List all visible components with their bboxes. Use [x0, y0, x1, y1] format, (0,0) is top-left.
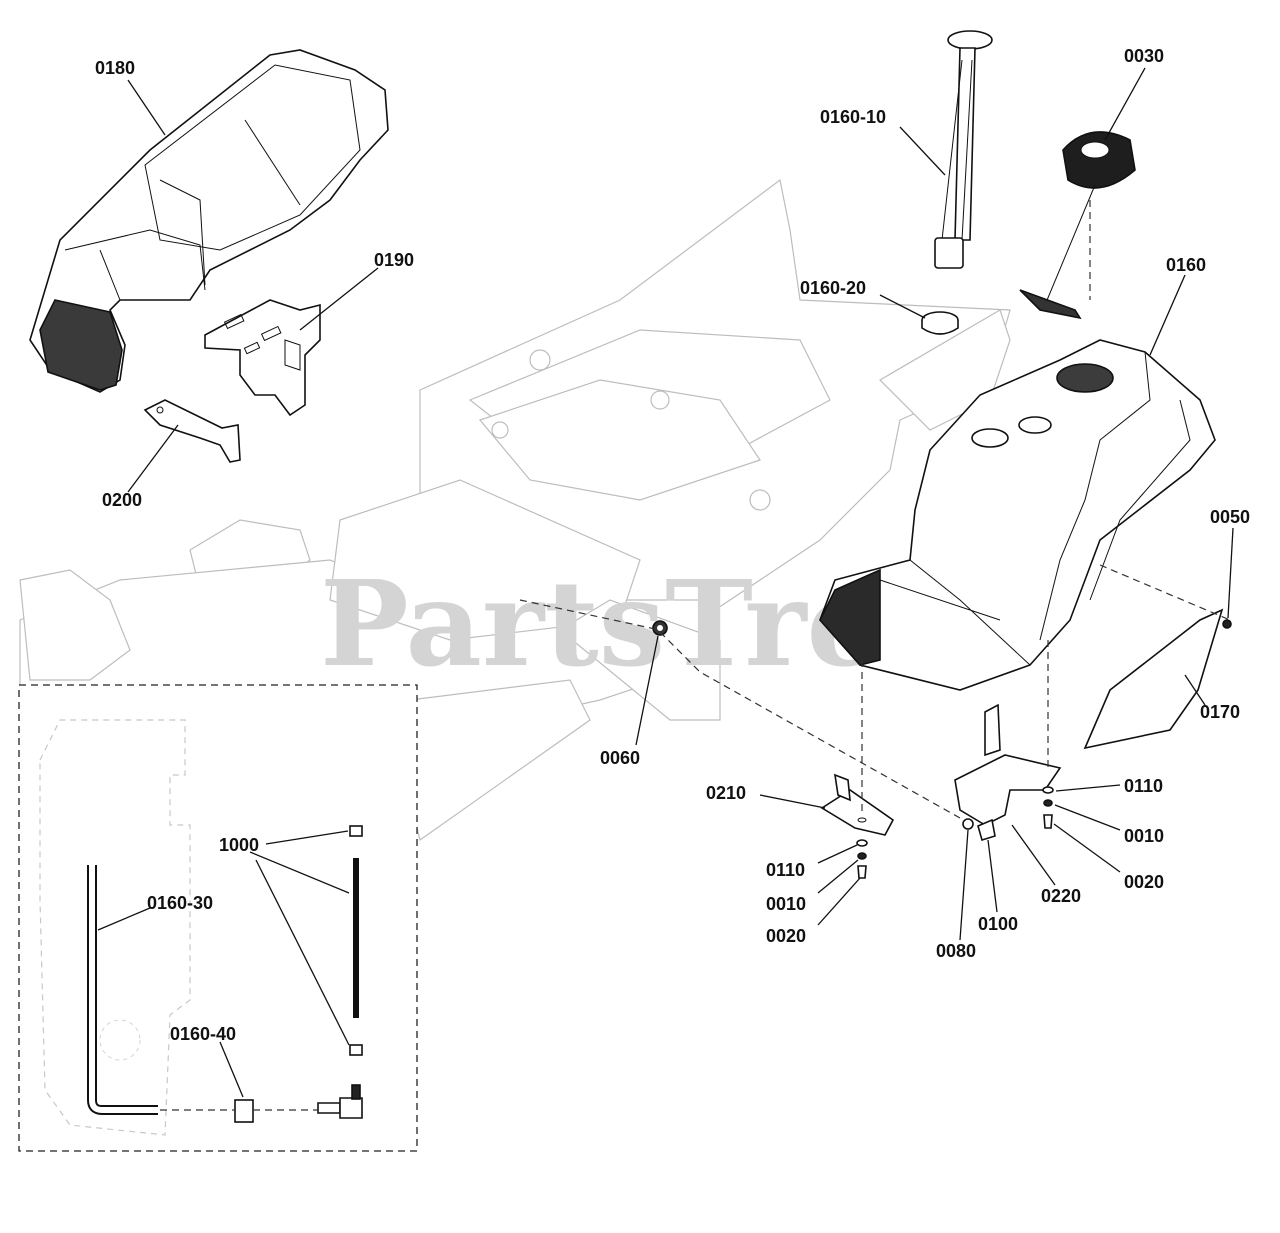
label-0020-a: 0020 [766, 926, 806, 946]
part-0220-bracket [954, 703, 1062, 826]
assembly-lines [519, 200, 1231, 819]
label-0200: 0200 [102, 490, 142, 510]
inset-panel [18, 684, 418, 1152]
part-0160-fuel-tank [819, 339, 1216, 691]
label-0160-20: 0160-20 [800, 278, 866, 298]
label-0100: 0100 [978, 914, 1018, 934]
label-0170: 0170 [1200, 702, 1240, 722]
part-0050-screw [1222, 619, 1232, 629]
label-0220: 0220 [1041, 886, 1081, 906]
label-0030: 0030 [1124, 46, 1164, 66]
label-0060: 0060 [600, 748, 640, 768]
leader-lines [97, 67, 1234, 1098]
label-0160-30: 0160-30 [147, 893, 213, 913]
part-0060-nut [652, 620, 668, 636]
label-0180: 0180 [95, 58, 135, 78]
label-0080: 0080 [936, 941, 976, 961]
part-0160-10-sender [934, 30, 993, 269]
part-0180-seat-cover [29, 49, 389, 393]
label-0020-b: 0020 [1124, 872, 1164, 892]
label-0160-10: 0160-10 [820, 107, 886, 127]
callout-labels: 0180 0190 0200 0160-10 0030 0160-20 0160… [95, 46, 1250, 1044]
part-0030-fuel-cap [1019, 131, 1136, 320]
label-0110-b: 0110 [1124, 776, 1163, 796]
part-0210-bracket [820, 773, 895, 836]
label-1000: 1000 [219, 835, 259, 855]
part-0200-bracket [143, 399, 241, 463]
label-0190: 0190 [374, 250, 414, 270]
hardware-right-stack [1042, 786, 1054, 829]
label-0110-a: 0110 [766, 860, 805, 880]
label-0160-40: 0160-40 [170, 1024, 236, 1044]
label-0050: 0050 [1210, 507, 1250, 527]
hardware-0080-0100 [962, 818, 996, 842]
label-0010-b: 0010 [1124, 826, 1164, 846]
part-0160-20-grommet [921, 311, 959, 335]
label-0160: 0160 [1166, 255, 1206, 275]
label-0210: 0210 [706, 783, 746, 803]
hardware-left-stack [856, 839, 868, 879]
part-0190-bracket [204, 299, 321, 417]
part-0170-shield [1083, 608, 1224, 750]
label-0010-a: 0010 [766, 894, 806, 914]
